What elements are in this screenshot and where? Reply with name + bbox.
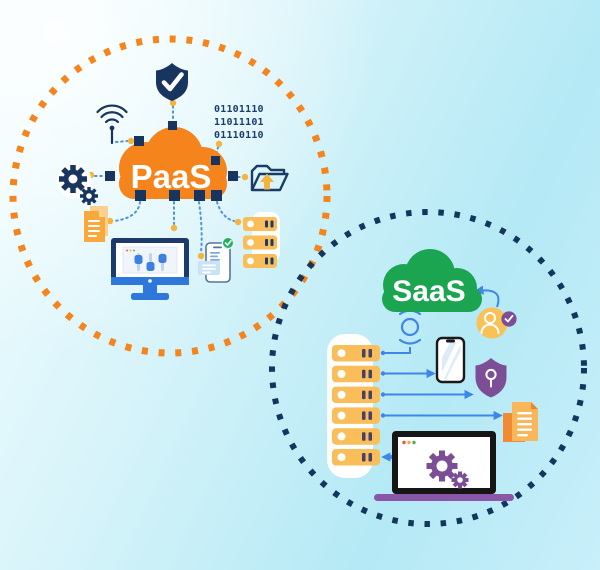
verified-badge	[221, 236, 235, 250]
wireless-antenna-icon	[96, 104, 128, 145]
server-row	[332, 386, 380, 404]
folder-upload-icon	[250, 164, 289, 192]
sync-icon	[398, 309, 422, 345]
server-row	[332, 365, 380, 383]
gears-icon	[56, 163, 98, 205]
smartphone-icon	[435, 336, 466, 384]
saas-connectors	[380, 285, 503, 462]
saas-label: SaaS	[392, 275, 465, 308]
laptop-gears-icon	[374, 431, 514, 501]
paas-label: PaaS	[131, 158, 212, 195]
saas-dotted-circle	[269, 209, 587, 527]
server-row	[332, 428, 380, 445]
shield-check-icon	[156, 63, 188, 101]
upload-arrow	[260, 173, 274, 190]
gears	[426, 450, 469, 489]
saas-group: SaaS	[327, 249, 538, 501]
server-row	[243, 235, 277, 250]
documents-icon	[503, 402, 538, 442]
phone-chat-icon	[198, 236, 235, 283]
server-row	[243, 254, 277, 268]
server-row	[332, 407, 380, 424]
user-verified-icon	[476, 307, 517, 339]
shield-keyhole-icon	[475, 358, 507, 398]
server-row	[243, 217, 277, 231]
binary-line: 01110110	[214, 130, 264, 141]
binary-line: 01101110	[214, 104, 264, 115]
paas-dotted-circle	[9, 35, 331, 357]
binary-code-text: 01101110 11011101 01110110	[214, 104, 264, 141]
monitor-settings-icon	[111, 238, 189, 300]
server-stack-icon	[243, 212, 280, 268]
paas-group: PaaS 011011	[56, 63, 289, 300]
sliders	[134, 253, 167, 271]
server-row	[332, 449, 380, 466]
document-icon	[84, 206, 108, 242]
saas-cloud	[382, 249, 482, 312]
binary-line: 11011101	[214, 117, 264, 128]
server-row	[332, 345, 380, 362]
paas-connectors	[94, 105, 243, 253]
saas-server-stack-icon	[327, 334, 380, 478]
